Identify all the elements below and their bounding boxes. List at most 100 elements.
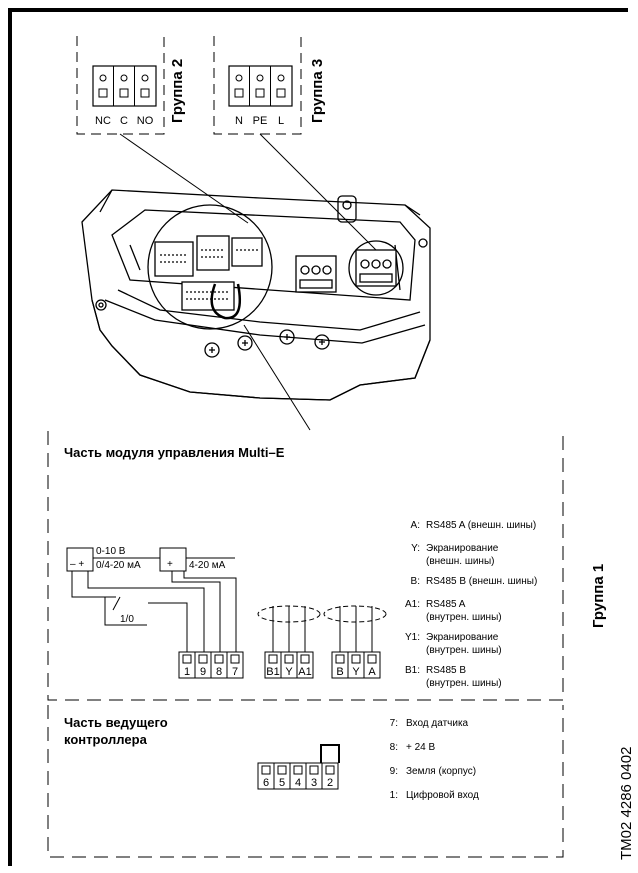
terminal-label: A [368,666,376,678]
jumper-bridge [320,744,340,763]
master-section-box [47,705,564,858]
legend-key: B1: [405,665,420,676]
terminal-label: 4 [295,777,301,789]
terminal-slot-icon [335,654,345,664]
svg-text:0-10 В: 0-10 В [96,546,126,557]
legend-key: Y1: [405,632,420,643]
terminal-slot-icon [276,88,286,98]
terminal-slot-icon [268,654,278,664]
terminal-label: Y [352,666,360,678]
sensor-box-1: – + 0-10 В 0/4-20 мА [66,546,160,572]
group3-label: Группа 3 [309,59,326,123]
multie-section-title: Часть модуля управления Multi–E [64,445,285,460]
terminal-screw-icon [120,74,128,82]
terminal-label: 3 [311,777,317,789]
terminal-label: B [336,666,343,678]
terminal-slot-icon [284,654,294,664]
terminal-slot-icon [140,88,150,98]
svg-text:– +: – + [70,559,84,570]
legend-key: 9: [390,766,398,777]
legend-text: Экранирование [426,543,499,554]
group2-box: NC C NO [76,36,165,135]
legend-text: RS485 B (внешн. шины) [426,576,537,587]
group3-box: N PE L [213,36,302,135]
terminal-screw-icon [277,74,285,82]
terminal-slot-icon [351,654,361,664]
group2-label: Группа 2 [169,59,186,123]
legend-text: + 24 В [406,742,436,753]
terminal-label: Y [285,666,293,678]
legend-key: A: [411,520,420,531]
terminal-block-2: B1 Y A1 [264,651,314,679]
legend-text: RS485 A (внешн. шины) [426,520,536,531]
legend-key: 8: [390,742,398,753]
master-title-line1: Часть ведущего [64,715,168,730]
terminal-label: 1 [184,666,190,678]
legend-text: (внешн. шины) [426,556,494,567]
terminal-label: 9 [200,666,206,678]
terminal-label: NO [137,115,154,127]
group1-label: Группа 1 [590,564,607,628]
terminal-label: PE [253,115,268,127]
terminal-label: 8 [216,666,222,678]
document-code: TM02 4286 0402 [618,747,635,860]
legend-key: Y: [411,543,420,554]
legend-text: Вход датчика [406,718,469,729]
terminal-slot-icon [325,765,335,775]
multie-section-box [47,431,564,701]
terminal-screw-icon [235,74,243,82]
leader-lines [119,133,377,431]
module-housing-drawing [81,189,431,401]
terminal-slot-icon [277,765,287,775]
terminal-label: 7 [232,666,238,678]
legend-text: Цифровой вход [406,789,479,801]
terminal-slot-icon [367,654,377,664]
terminal-screw-icon [141,74,149,82]
legend-text: RS485 B [426,665,466,676]
terminal-slot-icon [234,88,244,98]
svg-text:0/4-20 мА: 0/4-20 мА [96,560,141,571]
terminal-label: N [235,115,243,127]
legend-text: (внутрен. шины) [426,678,502,689]
terminal-screw-icon [256,74,264,82]
legend-text: Земля (корпус) [406,766,476,777]
terminal-screw-icon [99,74,107,82]
terminal-slot-icon [119,88,129,98]
page-frame [8,8,628,866]
terminal-slot-icon [230,654,240,664]
terminal-slot-icon [293,765,303,775]
control-wiring [71,571,237,652]
terminal-label: C [120,115,128,127]
terminal-slot-icon [198,654,208,664]
master-title-line2: контроллера [64,732,148,747]
legend-text: (внутрен. шины) [426,645,502,656]
legend-text: RS485 A [426,599,466,610]
bus-shields [257,605,387,623]
terminal-slot-icon [98,88,108,98]
switch-label: 1/0 [120,614,134,625]
terminal-label: 2 [327,777,333,789]
terminal-label: A1 [298,666,311,678]
terminal-label: 5 [279,777,285,789]
terminal-slot-icon [261,765,271,775]
terminal-label: B1 [266,666,279,678]
multie-legend: A: RS485 A (внешн. шины) Y: Экранирование (в… [405,520,537,689]
sensor-box-2: + 4-20 мА [159,547,235,572]
terminal-label: NC [95,115,111,127]
legend-key: A1: [405,599,420,610]
terminal-slot-icon [182,654,192,664]
terminal-slot-icon [300,654,310,664]
terminal-label: L [278,115,284,127]
terminal-slot-icon [255,88,265,98]
svg-text:4-20 мА: 4-20 мА [189,560,226,571]
legend-text: Экранирование [426,632,499,643]
legend-key: 7: [390,718,398,729]
terminal-slot-icon [214,654,224,664]
bus-wires [272,606,373,652]
svg-text:+: + [167,559,173,570]
